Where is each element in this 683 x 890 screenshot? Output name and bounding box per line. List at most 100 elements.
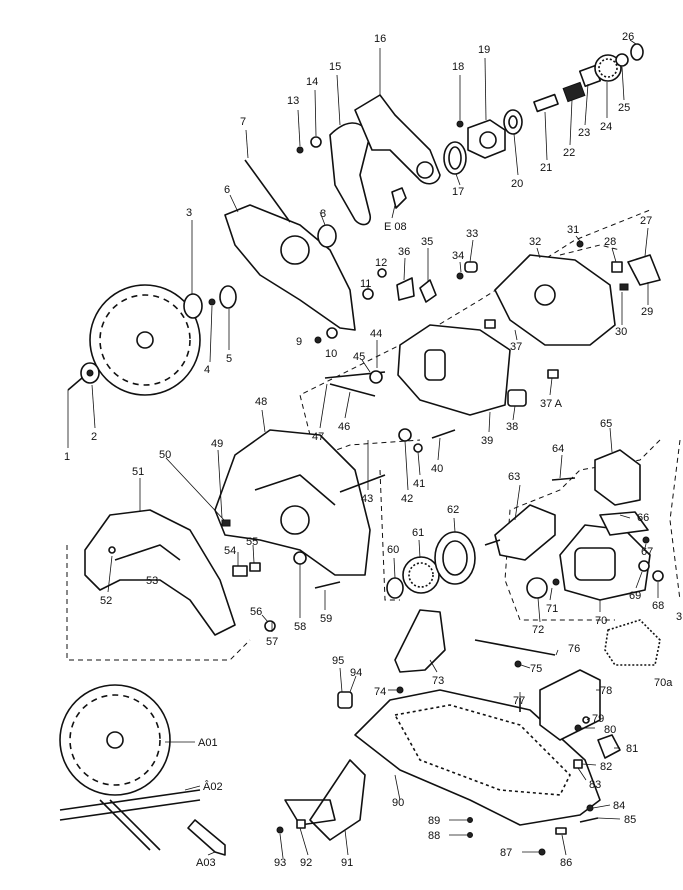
motor-housing-70: [559, 524, 651, 601]
label-25: 25: [618, 102, 630, 114]
label-94: 94: [350, 667, 362, 679]
label-43: 43: [361, 493, 373, 505]
label-51: 51: [132, 466, 144, 478]
spring-22: [562, 81, 586, 103]
label-82: 82: [600, 761, 612, 773]
washer-5: [219, 285, 237, 309]
bearing-retainer-19: [467, 119, 506, 159]
label-65: 65: [600, 418, 612, 430]
gear-train: [329, 43, 644, 226]
cover-39: [397, 324, 511, 416]
fence-91: [309, 759, 366, 841]
base-plate-90: [354, 689, 601, 826]
rip-fence-a02: [59, 789, 201, 851]
label-34: 34: [452, 250, 464, 262]
saw-blade: [89, 284, 201, 396]
label-74: 74: [374, 686, 386, 698]
label-10: 10: [325, 348, 337, 360]
bearing-20: [503, 109, 523, 135]
label-19: 19: [478, 44, 490, 56]
label-29: 29: [641, 306, 653, 318]
handle-78: [539, 669, 601, 741]
label-3: 3: [186, 207, 192, 219]
label-80: 80: [604, 724, 616, 736]
label-4: 4: [204, 364, 210, 376]
shaft-21: [533, 93, 559, 113]
ring-17: [443, 141, 467, 175]
label-48: 48: [255, 396, 267, 408]
label-a01: A01: [198, 737, 218, 749]
label-16: 16: [374, 33, 386, 45]
label-50: 50: [159, 449, 171, 461]
label-88: 88: [428, 830, 440, 842]
housing-32: [494, 254, 616, 346]
label-31: 31: [567, 224, 579, 236]
label-39: 39: [481, 435, 493, 447]
label-84: 84: [613, 800, 625, 812]
label-75: 75: [530, 663, 542, 675]
label-70: 70: [595, 615, 607, 627]
label-89: 89: [428, 815, 440, 827]
label-49: 49: [211, 438, 223, 450]
label-58: 58: [294, 621, 306, 633]
ring-62: [434, 531, 476, 585]
guard-6: [224, 204, 356, 331]
label-92: 92: [300, 857, 312, 869]
label-95: 95: [332, 655, 344, 667]
hex-key-a03: [187, 819, 226, 856]
accessories: [59, 684, 226, 856]
label-24: 24: [600, 121, 612, 133]
label-64: 64: [552, 443, 564, 455]
label-68: 68: [652, 600, 664, 612]
guard-48: [214, 429, 371, 576]
label-60: 60: [387, 544, 399, 556]
label-42: 42: [401, 493, 413, 505]
label-93: 93: [274, 857, 286, 869]
label-30: 30: [615, 326, 627, 338]
label-a02: Â02: [203, 780, 223, 793]
brush-38: [507, 389, 527, 407]
trigger-27: [627, 254, 661, 286]
label-79: 79: [592, 713, 604, 725]
label-53: 53: [146, 575, 158, 587]
label-54: 54: [224, 545, 236, 557]
label-14: 14: [306, 76, 318, 88]
label-78: 78: [600, 685, 612, 697]
label-20: 20: [511, 178, 523, 190]
label-15: 15: [329, 61, 341, 73]
label-90: 90: [392, 797, 404, 809]
spare-blade-a01: [59, 684, 171, 796]
lower-guard-assembly: [84, 429, 386, 636]
label-77: 77: [513, 695, 525, 707]
label-35: 35: [421, 236, 433, 248]
label-47: 47: [312, 431, 324, 443]
label-85: 85: [624, 814, 636, 826]
label-18: 18: [452, 61, 464, 73]
label-8: 8: [320, 208, 326, 220]
middle-housing: [324, 240, 661, 453]
label-67: 67: [641, 546, 653, 558]
label-37a: 37 A: [540, 398, 563, 410]
motor-assembly: [386, 449, 664, 666]
label-11: 11: [360, 278, 371, 290]
label-66: 66: [637, 512, 649, 524]
label-32: 32: [529, 236, 541, 248]
knob-81: [597, 734, 621, 759]
label-57: 57: [266, 636, 278, 648]
label-71: 71: [546, 603, 558, 615]
label-44: 44: [370, 328, 382, 340]
label-edge-3: 3: [676, 611, 682, 623]
label-83: 83: [589, 779, 601, 791]
label-45: 45: [353, 351, 365, 363]
label-56: 56: [250, 606, 262, 618]
label-70a: 70a: [654, 677, 673, 689]
label-55: 55: [246, 536, 258, 548]
bearing-8: [317, 224, 337, 248]
label-41: 41: [413, 478, 425, 490]
label-91: 91: [341, 857, 353, 869]
label-86: 86: [560, 857, 572, 869]
label-21: 21: [540, 162, 552, 174]
blade-assembly: [67, 136, 407, 396]
base-assembly: [276, 609, 621, 856]
